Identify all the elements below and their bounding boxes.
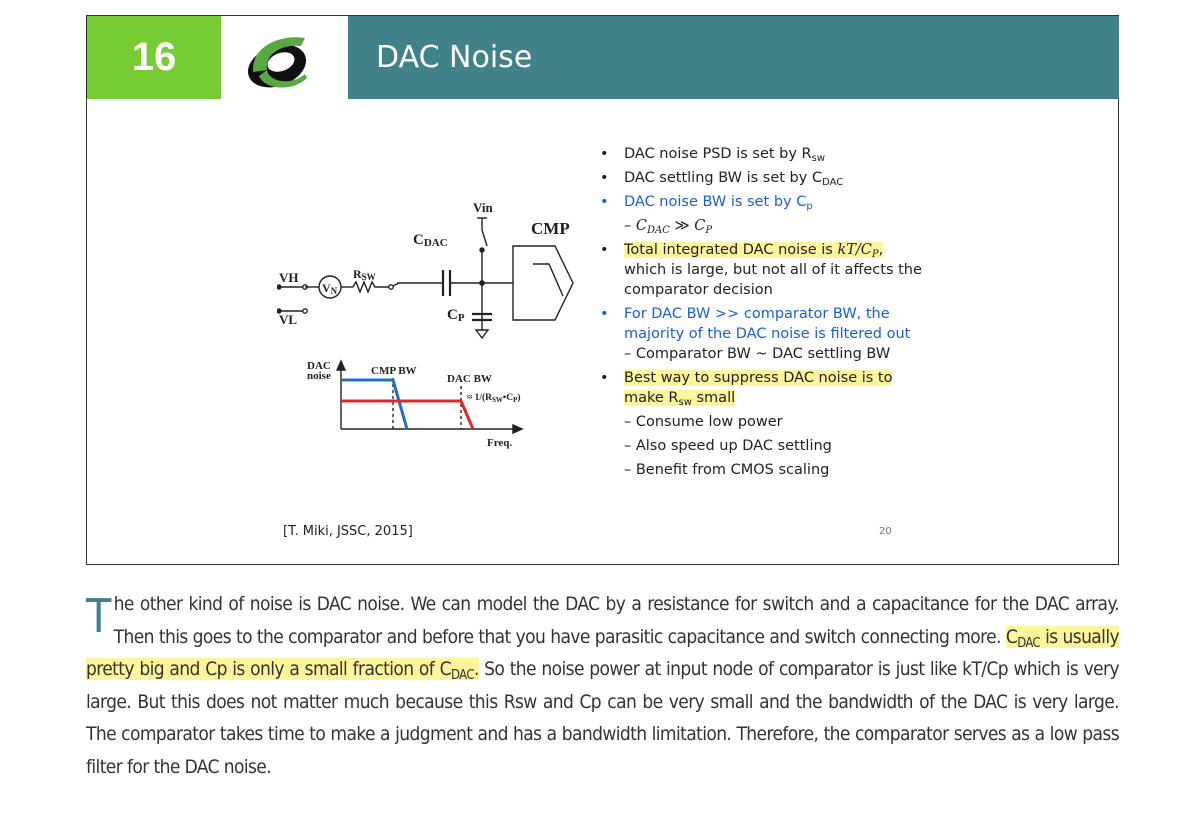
plot-xlabel: Freq. xyxy=(487,437,512,449)
cp-label: CP xyxy=(447,307,465,324)
rsw-label: RSW xyxy=(353,267,376,282)
drop-cap: T xyxy=(86,589,111,643)
sub-bullet-item: – Also speed up DAC settling xyxy=(624,438,832,454)
vin-label: Vin xyxy=(473,200,494,215)
vl-label: VL xyxy=(279,312,297,327)
plot-ylabel-1: DAC xyxy=(307,360,331,372)
cmp-bw-trace xyxy=(341,378,409,430)
plot-ylabel-2: noise xyxy=(307,370,331,382)
slide-number-badge: 16 xyxy=(87,16,221,99)
logo xyxy=(221,16,348,99)
bullet-item: •DAC noise BW is set by Cp xyxy=(600,194,813,212)
bullet-list: •DAC noise PSD is set by Rsw •DAC settli… xyxy=(594,144,954,480)
logo-icon xyxy=(247,37,307,88)
vn-label: VN xyxy=(322,281,338,296)
citation: [T. Miki, JSSC, 2015] xyxy=(283,524,413,539)
cmp-bw-label: CMP BW xyxy=(371,365,417,377)
dac-bw-label: DAC BW xyxy=(447,373,492,385)
bullet-item: •For DAC BW >> comparator BW, the majori… xyxy=(600,306,911,342)
vh-label: VH xyxy=(279,270,299,285)
noise-bandwidth-plot: DAC noise CMP BW DAC BW ≈ 1/(RSW•CP) Fre… xyxy=(307,359,524,449)
bullet-item: •DAC settling BW is set by CDAC xyxy=(600,170,844,188)
dac-noise-circuit-diagram: Vin CMP CDAC CP VH VN RSW VL xyxy=(277,200,574,449)
sub-bullet-item: – Benefit from CMOS scaling xyxy=(624,462,830,478)
bullet-item: •Total integrated DAC noise is kT/CP,whi… xyxy=(600,242,922,298)
sub-bullet-item: – Consume low power xyxy=(624,414,783,430)
bw-formula: ≈ 1/(RSW•CP) xyxy=(467,392,521,404)
sub-bullet-item: – Comparator BW ~ DAC settling BW xyxy=(624,346,891,362)
sub-bullet-item: – CDAC ≫ CP xyxy=(624,218,713,236)
dac-bw-trace xyxy=(341,399,475,430)
slide-frame: 16 DAC Noise Vin CMP CDAC CP VH xyxy=(86,15,1119,565)
slide-title-bar: DAC Noise xyxy=(348,16,1119,99)
cmp-label: CMP xyxy=(531,219,570,238)
slide-page-number: 20 xyxy=(879,526,892,537)
bullet-item: •DAC noise PSD is set by Rsw xyxy=(600,146,826,164)
cdac-label: CDAC xyxy=(413,232,448,249)
slide-title: DAC Noise xyxy=(376,40,533,75)
